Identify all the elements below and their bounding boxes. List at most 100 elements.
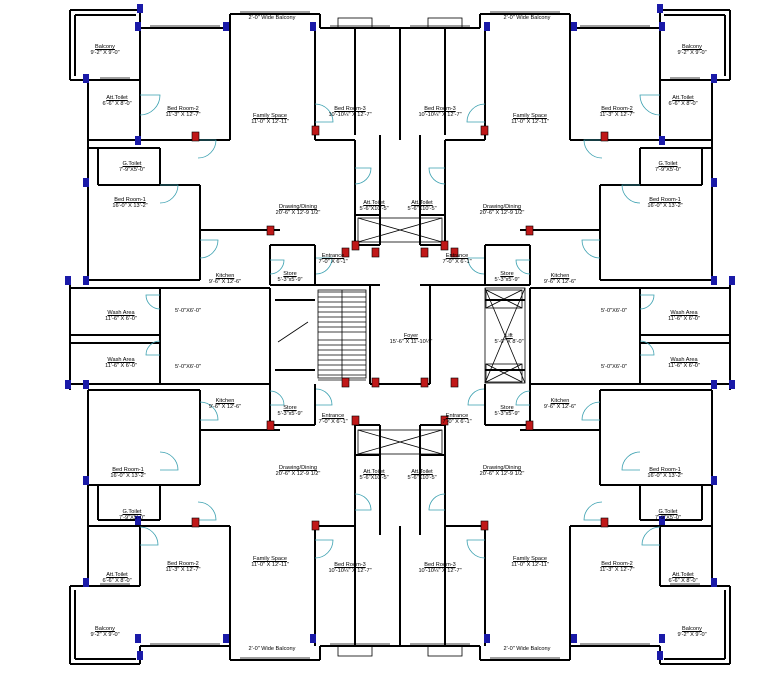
column — [191, 131, 200, 142]
column — [711, 380, 717, 389]
room-name: Drawing/Dining — [483, 204, 521, 210]
room-dimension: 5'-0"X6'-0" — [174, 308, 202, 314]
room-name: Att.Toilet — [363, 200, 385, 206]
room-label: 5'-0"X6'-0" — [175, 364, 201, 370]
store-cross — [485, 289, 523, 309]
column — [137, 651, 143, 660]
room-dimension: 11'-0" X 12'-11" — [251, 562, 289, 569]
window-box — [427, 645, 463, 657]
door-swings — [139, 94, 661, 559]
room-label: 5'-0"X6'-0" — [601, 308, 627, 314]
column — [83, 178, 89, 187]
room-name: Family Space — [513, 556, 547, 562]
room-name: Att.Toilet — [411, 469, 433, 475]
room-name: Drawing/Dining — [279, 204, 317, 210]
column — [440, 415, 449, 426]
column — [450, 247, 459, 258]
column — [83, 578, 89, 587]
column — [223, 634, 229, 643]
room-name: Kitchen — [215, 273, 235, 279]
room-dimension: 6'-6" X 8'-0" — [668, 101, 698, 108]
door-swing — [583, 501, 603, 521]
column — [659, 634, 665, 643]
column — [371, 377, 380, 388]
column — [83, 276, 89, 285]
room-dimension: 9'-6" X 12'-6" — [543, 279, 577, 286]
room-name: Entrance — [321, 253, 345, 259]
door-swing — [581, 401, 601, 421]
room-dimension: 5'-3"x5'-9" — [277, 411, 303, 418]
column — [729, 276, 735, 285]
door-swing — [639, 94, 661, 116]
room-dimension: 5'-6"X10'-5" — [359, 475, 389, 482]
room-dimension: 5'-6"X10'-5" — [359, 206, 389, 213]
room-dimension: 10'-10¼" X 12'-7" — [328, 568, 372, 575]
room-dimension: 16'-0" X 13'-2" — [647, 203, 683, 210]
room-name: Wash Area — [670, 310, 698, 316]
room-name: G.Toilet — [122, 509, 142, 515]
room-name: Bed Room-1 — [649, 467, 681, 473]
room-dimension: 5'-6"X10'-5" — [407, 475, 437, 482]
room-dimension: 6'-6" X 8'-0" — [102, 101, 132, 108]
room-name: G.Toilet — [658, 509, 678, 515]
room-name: Store — [500, 271, 514, 277]
column — [420, 377, 429, 388]
room-dimension: 10'-10¼" X 12'-7" — [418, 568, 462, 575]
door-swing — [197, 139, 217, 159]
door-swing — [314, 539, 334, 559]
column — [571, 22, 577, 31]
room-dimension: 9'-6" X 12'-6" — [543, 404, 577, 411]
room-dimension: 7'-0" X 6'-1" — [442, 259, 472, 266]
store-box — [485, 363, 523, 383]
room-name: Store — [283, 405, 297, 411]
room-name: Att.Toilet — [672, 95, 694, 101]
column — [135, 22, 141, 31]
column — [440, 240, 449, 251]
column — [484, 22, 490, 31]
door-swing — [467, 388, 485, 406]
column — [311, 520, 320, 531]
door-swing — [139, 526, 159, 546]
room-dimension: 7'-9"X5'-0" — [654, 167, 682, 174]
room-name: Wash Area — [107, 310, 135, 316]
room-name: Bed Room-3 — [424, 562, 456, 568]
room-dimension: 7'-0" X 6'-1" — [318, 419, 348, 426]
door-swing — [515, 390, 531, 406]
room-dimension: 5'-3"x5'-9" — [277, 277, 303, 284]
column — [65, 380, 71, 389]
store-cross — [485, 363, 523, 383]
room-name: Bed Room-2 — [167, 561, 199, 567]
lift-shaft — [484, 287, 526, 384]
room-name: G.Toilet — [658, 161, 678, 167]
door-swing — [315, 388, 333, 406]
column — [484, 634, 490, 643]
door-swing — [315, 257, 333, 275]
column — [525, 420, 534, 431]
room-dimension: 20'-6" X 12'-9 1/2" — [275, 471, 321, 478]
column — [480, 520, 489, 531]
door-swing — [583, 139, 603, 159]
room-dimension: 9'-2" X 9'-0" — [90, 50, 120, 57]
column — [191, 517, 200, 528]
room-dimension: 16'-0" X 13'-2" — [110, 473, 146, 480]
door-swing — [354, 493, 372, 511]
room-dimension: 11'-0" X 12'-11" — [511, 119, 549, 126]
column — [480, 125, 489, 136]
room-dimension: 5'-0"X6'-0" — [600, 308, 628, 314]
room-dimension: 5'-6"X10'-5" — [407, 206, 437, 213]
